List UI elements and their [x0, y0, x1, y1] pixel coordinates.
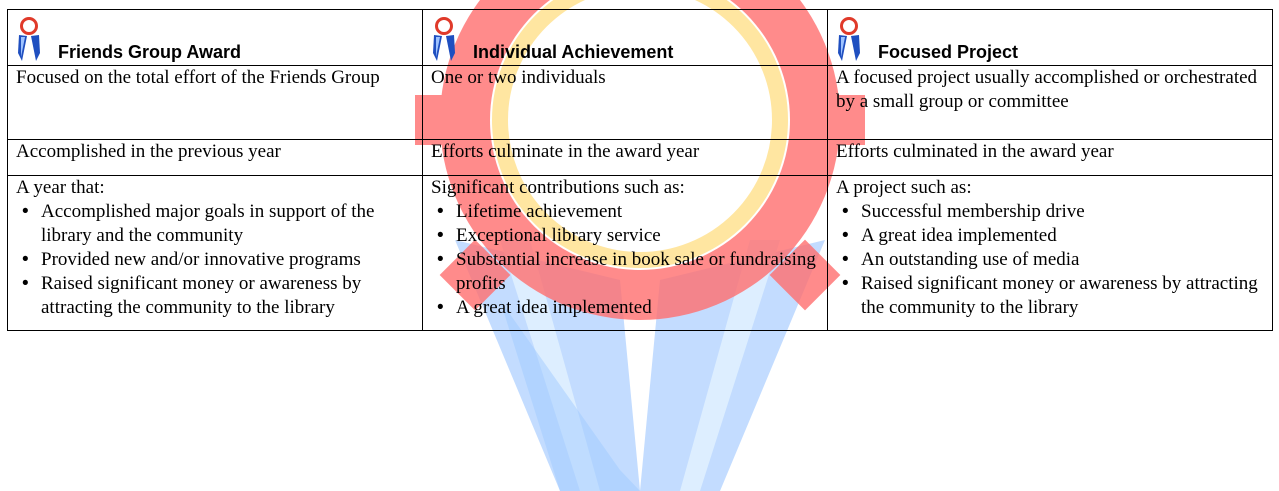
criteria-list: Lifetime achievement Exceptional library… [431, 200, 821, 320]
criteria-intro: Significant contributions such as: [431, 177, 685, 198]
list-item: Lifetime achievement [437, 200, 821, 224]
list-item: Exceptional library service [437, 224, 821, 248]
list-item: Substantial increase in book sale or fun… [437, 248, 821, 296]
award-ribbon-icon [433, 17, 455, 61]
column-header-focused-project: Focused Project [827, 9, 1273, 66]
list-item: Provided new and/or innovative programs [22, 248, 416, 272]
criteria-intro: A project such as: [836, 177, 972, 198]
criteria-list: Successful membership drive A great idea… [836, 200, 1266, 320]
column-header-label: Focused Project [878, 42, 1019, 62]
list-item: Raised significant money or awareness by… [22, 272, 416, 320]
list-item: A great idea implemented [437, 296, 821, 320]
timing-row: Accomplished in the previous year Effort… [7, 139, 1273, 176]
criteria-list: Accomplished major goals in support of t… [16, 200, 416, 320]
table-cell: A focused project usually accomplished o… [827, 65, 1273, 140]
table-cell: Focused on the total effort of the Frien… [7, 65, 423, 140]
criteria-intro: A year that: [16, 177, 105, 198]
list-item: A great idea implemented [842, 224, 1266, 248]
table-cell: Efforts culminate in the award year [422, 139, 828, 176]
column-header-individual-achievement: Individual Achievement [422, 9, 828, 66]
table-cell: Accomplished in the previous year [7, 139, 423, 176]
list-item: Accomplished major goals in support of t… [22, 200, 416, 248]
award-ribbon-icon [18, 17, 40, 61]
criteria-cell: Significant contributions such as: Lifet… [422, 175, 828, 331]
criteria-cell: A project such as: Successful membership… [827, 175, 1273, 331]
award-comparison-table: Friends Group Award Individual Achieveme… [7, 9, 1273, 331]
column-header-label: Individual Achievement [473, 42, 674, 62]
award-ribbon-icon [838, 17, 860, 61]
table-header-row: Friends Group Award Individual Achieveme… [7, 9, 1273, 66]
scope-row: Focused on the total effort of the Frien… [7, 65, 1273, 140]
table-cell: Efforts culminated in the award year [827, 139, 1273, 176]
list-item: An outstanding use of media [842, 248, 1266, 272]
table-cell: One or two individuals [422, 65, 828, 140]
column-header-label: Friends Group Award [58, 42, 242, 62]
criteria-cell: A year that: Accomplished major goals in… [7, 175, 423, 331]
list-item: Successful membership drive [842, 200, 1266, 224]
list-item: Raised significant money or awareness by… [842, 272, 1266, 320]
criteria-row: A year that: Accomplished major goals in… [7, 175, 1273, 331]
column-header-friends-group: Friends Group Award [7, 9, 423, 66]
